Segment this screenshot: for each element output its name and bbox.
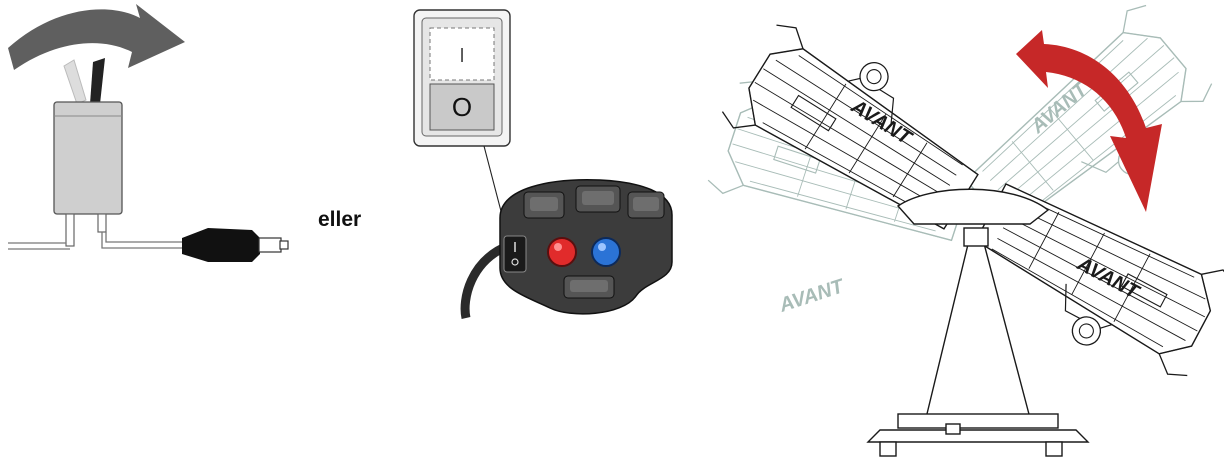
- machine-tilt-illustration: AVANT AVANT AVANT AVANT: [700, 0, 1224, 461]
- toggle-lever-on: [90, 58, 105, 104]
- toggle-lever-off: [64, 60, 86, 104]
- brand-logo-ghost-lower: AVANT: [776, 275, 848, 317]
- switch-off-symbol: O: [452, 92, 472, 122]
- toggle-switch-illustration: [0, 0, 300, 300]
- switch-on-symbol: I: [459, 45, 465, 67]
- cable-plug-icon: [182, 228, 260, 262]
- switch-terminals: [66, 214, 106, 246]
- cable-wires: [8, 232, 182, 249]
- joystick-illustration: I O: [400, 0, 700, 330]
- joystick-red-button: [548, 238, 576, 266]
- toggle-switch-svg: [0, 0, 300, 300]
- switch-body: [54, 102, 122, 214]
- machine-tilt-svg: AVANT AVANT AVANT AVANT: [700, 0, 1224, 461]
- rotate-arrow-icon: [8, 4, 185, 70]
- joystick-svg: I O: [400, 0, 700, 330]
- or-connector-text: eller: [318, 208, 361, 232]
- joystick-blue-button: [592, 238, 620, 266]
- joystick-power-switch: [504, 236, 526, 272]
